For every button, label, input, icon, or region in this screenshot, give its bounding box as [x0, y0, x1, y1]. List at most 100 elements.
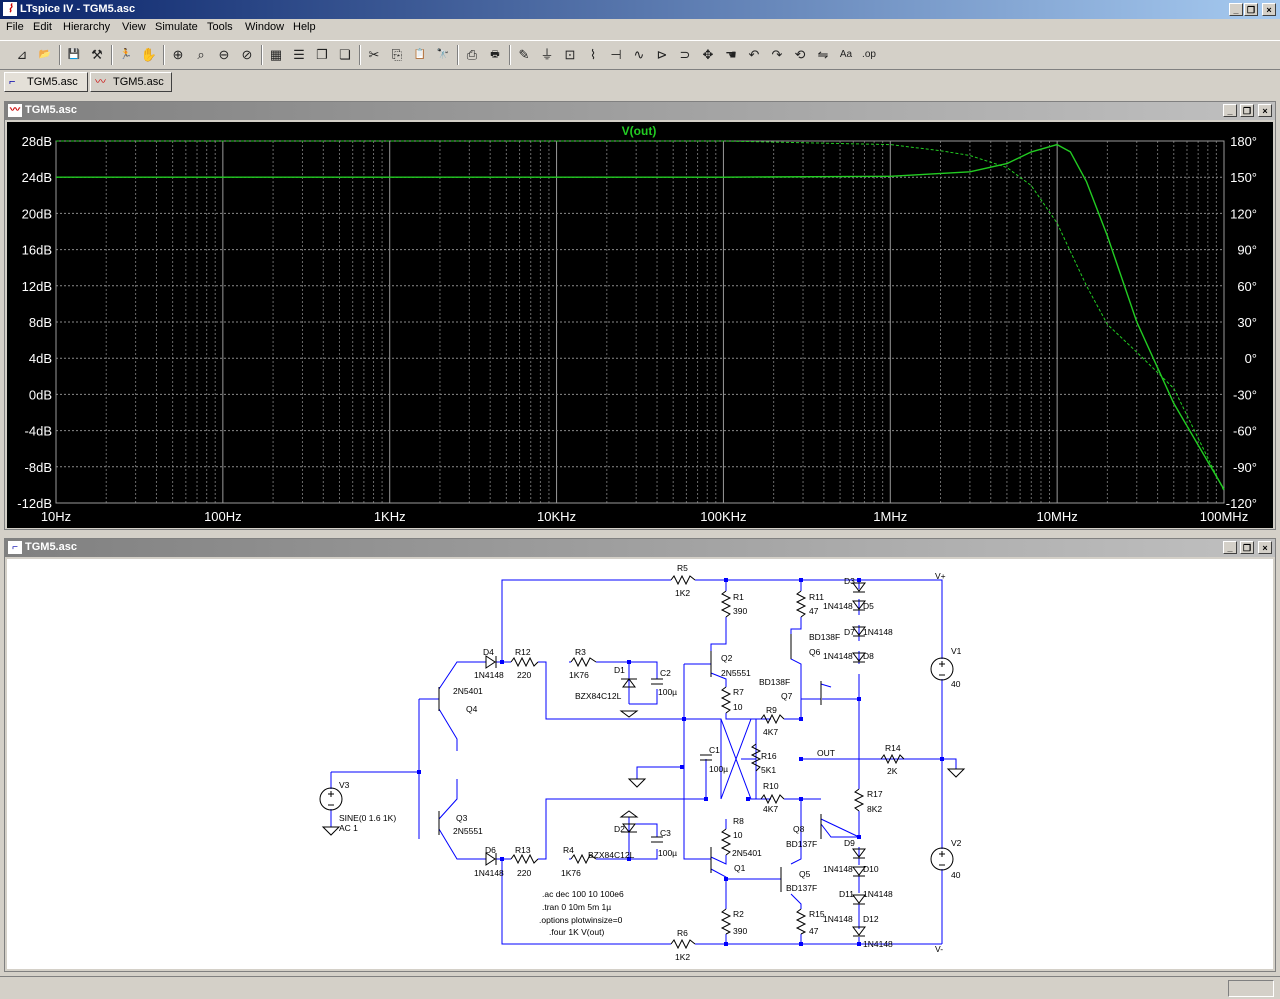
menu-window[interactable]: Window — [245, 21, 285, 33]
ground-icon[interactable]: ⏚ — [540, 47, 554, 62]
tab-label: TGM5.asc — [27, 76, 78, 88]
diode-icon[interactable]: ⊳ — [656, 47, 668, 62]
capacitor-icon[interactable]: ⊣ — [610, 47, 622, 62]
run-icon[interactable]: 🏃 — [119, 49, 133, 60]
schematic-close-button[interactable]: × — [1258, 541, 1272, 554]
label-R16-value: 5K1 — [761, 765, 776, 775]
ltspice-logo-icon[interactable]: ⌇ — [3, 2, 17, 16]
menu-hierarchy[interactable]: Hierarchy — [63, 21, 111, 33]
cascade-icon[interactable]: ❐ — [316, 47, 328, 62]
schematic-minimize-button[interactable]: _ — [1223, 541, 1237, 554]
trace-label-vout[interactable]: V(out) — [622, 124, 657, 138]
zener-D2 — [621, 823, 637, 833]
autorange-icon[interactable]: ▦ — [269, 47, 283, 62]
minimize-button[interactable]: _ — [1229, 3, 1243, 16]
close-button[interactable]: × — [1262, 3, 1276, 16]
paste-icon[interactable]: 📋 — [413, 49, 427, 60]
schematic-window-titlebar[interactable]: ⌐ TGM5.asc _ ❐ × — [5, 539, 1275, 557]
open-icon[interactable]: 📂 — [38, 49, 52, 60]
rotate-icon[interactable]: ⟲ — [794, 47, 806, 62]
menu-edit[interactable]: Edit — [33, 21, 52, 33]
label-Vplus: V+ — [935, 571, 946, 581]
amplifier-schematic[interactable]: R5 1K2 R1 390 R11 47 D3 1N4148 D5 D7 1N4… — [7, 559, 1273, 969]
zoom-out-icon[interactable]: ⊖ — [218, 47, 230, 62]
tab-waveform[interactable]: 〰 TGM5.asc — [90, 72, 172, 92]
schematic-restore-button[interactable]: ❐ — [1240, 541, 1254, 554]
label-D6: D6 — [485, 845, 496, 855]
zoom-in-icon[interactable]: ⊕ — [172, 47, 184, 62]
label-C1: C1 — [709, 745, 720, 755]
waveform-window-titlebar[interactable]: 〰 TGM5.asc _ ❐ × — [5, 102, 1275, 120]
move-icon[interactable]: ✥ — [702, 47, 714, 62]
zoom-cancel-icon[interactable]: ⊘ — [241, 47, 253, 62]
print-preview-icon[interactable]: ⎙ — [466, 47, 478, 62]
mirror-icon[interactable]: ⇋ — [817, 47, 829, 62]
inductor-icon[interactable]: ∿ — [633, 47, 645, 62]
resistor-R13 — [510, 853, 539, 865]
label-D1: D1 — [614, 665, 625, 675]
x-tick-label: 100MHz — [1200, 509, 1248, 524]
y-tick-label: 24dB — [22, 170, 52, 185]
y-tick-label: -12dB — [17, 496, 52, 511]
cut-icon[interactable]: ✂ — [368, 47, 380, 62]
label-Q6-model: BD138F — [809, 632, 840, 642]
diode-D7 — [852, 626, 866, 637]
copy-icon[interactable]: ⎘ — [391, 47, 403, 62]
waveform-close-button[interactable]: × — [1258, 104, 1272, 117]
label-R11: R11 — [809, 592, 824, 602]
menu-help[interactable]: Help — [293, 21, 316, 33]
draw-wire-icon[interactable]: ✎ — [518, 47, 530, 62]
trace-vout-phase[interactable] — [56, 140, 1225, 492]
tile-vertical-icon[interactable]: ❏ — [339, 47, 351, 62]
resistor-icon[interactable]: ⌇ — [589, 47, 597, 62]
label-R7-value: 10 — [733, 702, 743, 712]
tab-schematic[interactable]: ⌐ TGM5.asc — [4, 72, 88, 92]
waveform-minimize-button[interactable]: _ — [1223, 104, 1237, 117]
y2-tick-label: 30° — [1237, 315, 1257, 330]
text-icon[interactable]: Aa — [839, 49, 853, 60]
label-D1-value: BZX84C12L — [575, 691, 622, 701]
schematic-canvas[interactable]: R5 1K2 R1 390 R11 47 D3 1N4148 D5 D7 1N4… — [7, 559, 1273, 969]
y2-tick-label: 90° — [1237, 243, 1257, 258]
toolbar-separator — [111, 45, 113, 65]
label-net-icon[interactable]: ⊡ — [564, 47, 576, 62]
save-icon[interactable]: 💾 — [67, 49, 81, 60]
control-panel-icon[interactable]: ⚒ — [91, 47, 103, 62]
label-Q8: Q8 — [793, 824, 805, 834]
spice-directive-icon[interactable]: .op — [862, 49, 876, 60]
find-icon[interactable]: 🔭 — [436, 49, 450, 60]
waveform-restore-button[interactable]: ❐ — [1240, 104, 1254, 117]
toolbar-separator — [359, 45, 361, 65]
label-R8-value: 10 — [733, 830, 743, 840]
label-Vminus: V- — [935, 944, 943, 954]
label-R9-value: 4K7 — [763, 727, 778, 737]
component-icon[interactable]: ⊃ — [679, 47, 691, 62]
restore-button[interactable]: ❐ — [1244, 3, 1258, 16]
y-tick-label: -4dB — [25, 424, 52, 439]
label-V3-sine: SINE(0 1.6 1K) — [339, 813, 396, 823]
diode-D9 — [852, 848, 866, 859]
new-schematic-icon[interactable]: ⊿ — [16, 47, 28, 62]
undo-icon[interactable]: ↶ — [748, 47, 760, 62]
toolbar-separator — [59, 45, 61, 65]
label-R2: R2 — [733, 909, 744, 919]
menu-view[interactable]: View — [122, 21, 146, 33]
bode-plot[interactable]: 28dB24dB20dB16dB12dB8dB4dB0dB-4dB-8dB-12… — [7, 122, 1273, 528]
label-D3-value: 1N4148 — [823, 601, 853, 611]
menu-file[interactable]: File — [6, 21, 24, 33]
component-labels: R5 1K2 R1 390 R11 47 D3 1N4148 D5 D7 1N4… — [339, 563, 962, 962]
print-icon[interactable]: 🖶 — [490, 49, 500, 60]
pan-icon[interactable]: ⌕ — [197, 47, 205, 62]
label-D8-value: 1N4148 — [823, 651, 853, 661]
menu-tools[interactable]: Tools — [207, 21, 233, 33]
redo-icon[interactable]: ↷ — [771, 47, 783, 62]
tile-horizontal-icon[interactable]: ☰ — [293, 47, 305, 62]
halt-icon[interactable]: ✋ — [140, 47, 158, 62]
y2-tick-label: 120° — [1230, 206, 1257, 221]
trace-vout-magnitude[interactable] — [56, 143, 1225, 490]
document-tabs: ⌐ TGM5.asc 〰 TGM5.asc — [0, 70, 1280, 94]
drag-icon[interactable]: ☚ — [725, 47, 737, 62]
menu-simulate[interactable]: Simulate — [155, 21, 198, 33]
label-R13: R13 — [515, 845, 531, 855]
